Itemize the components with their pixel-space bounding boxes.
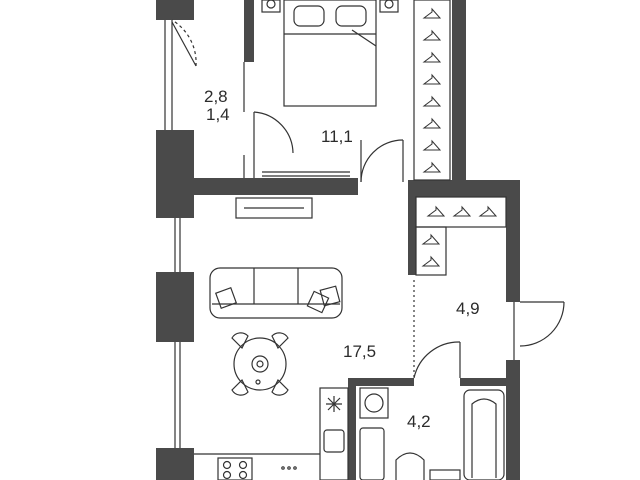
bath-tub-inner bbox=[471, 398, 497, 478]
lamp-icon bbox=[384, 0, 394, 9]
kitchen-counter bbox=[319, 387, 349, 480]
hanger-icon bbox=[422, 117, 442, 129]
chair bbox=[231, 378, 249, 396]
wall-bath-top-right bbox=[460, 378, 520, 386]
table-plate-inner bbox=[256, 360, 264, 368]
hanger-icon bbox=[422, 139, 442, 151]
nightstand bbox=[261, 0, 281, 13]
wall-top-left-pier bbox=[156, 0, 194, 20]
hanger-icon bbox=[422, 95, 442, 107]
dining-table bbox=[233, 337, 287, 391]
burner bbox=[238, 460, 248, 470]
wall-bath-right bbox=[506, 360, 520, 480]
washing-machine bbox=[359, 387, 389, 419]
chair bbox=[271, 378, 289, 396]
hall-closet-side bbox=[415, 226, 447, 276]
wall-hall-right bbox=[506, 180, 520, 302]
hallway-area-label: 4,9 bbox=[456, 299, 480, 318]
chair bbox=[231, 332, 249, 350]
knob bbox=[287, 466, 291, 470]
balcony-door-arc bbox=[171, 19, 197, 67]
burner bbox=[238, 470, 248, 480]
cushion bbox=[306, 290, 330, 314]
wardrobe bbox=[413, 0, 451, 181]
hanger-icon bbox=[422, 161, 442, 173]
bathroom-area-label: 4,2 bbox=[407, 412, 431, 431]
knob bbox=[293, 466, 297, 470]
hanger-icon bbox=[478, 205, 498, 217]
entry-door-arc bbox=[519, 301, 565, 347]
cushion bbox=[319, 285, 341, 307]
loggia-area-label: 2,8 bbox=[204, 87, 228, 106]
wall-corridor-top bbox=[194, 178, 358, 195]
hanger-icon bbox=[422, 29, 442, 41]
wall-left-pier-middle bbox=[156, 130, 194, 218]
hanger-icon bbox=[422, 51, 442, 63]
wall-bath-top-left bbox=[350, 378, 414, 386]
hanger-icon bbox=[422, 73, 442, 85]
bath-tub bbox=[463, 389, 505, 480]
bedroom-door-arc bbox=[253, 111, 294, 154]
hangers bbox=[421, 7, 498, 267]
table-dot bbox=[255, 379, 261, 385]
stove bbox=[217, 457, 253, 480]
burner bbox=[222, 470, 232, 480]
washing-machine-drum bbox=[364, 393, 384, 413]
bed-blanket bbox=[284, 29, 377, 47]
vanity bbox=[429, 469, 461, 480]
bed bbox=[283, 0, 377, 107]
loggia-sub-area-label: 1,4 bbox=[206, 105, 230, 124]
linework bbox=[164, 0, 565, 480]
pillow bbox=[335, 5, 367, 27]
hanger-icon bbox=[426, 205, 446, 217]
nightstand bbox=[379, 0, 399, 13]
hanger-icon bbox=[422, 7, 442, 19]
hanger-icon bbox=[421, 233, 441, 245]
wall-closet-left bbox=[408, 195, 416, 275]
hanger-icon bbox=[421, 255, 441, 267]
lamp-icon bbox=[266, 0, 276, 9]
living-area-label: 17,5 bbox=[343, 342, 377, 361]
wall-bedroom-left bbox=[244, 0, 254, 62]
toilet bbox=[395, 452, 425, 480]
wall-bedroom-right-column bbox=[452, 0, 466, 180]
wall-left-pier-bottom bbox=[156, 448, 194, 480]
wall-hall-top bbox=[408, 180, 520, 197]
hanger-icon bbox=[452, 205, 472, 217]
table-plate bbox=[251, 355, 269, 373]
burner bbox=[222, 460, 232, 470]
pillow bbox=[293, 5, 325, 27]
wall-bath-left bbox=[348, 378, 356, 480]
bath-door-arc bbox=[413, 341, 461, 379]
tv-stand bbox=[235, 197, 313, 219]
sofa bbox=[209, 267, 343, 319]
walls bbox=[156, 0, 520, 480]
hall-closet bbox=[415, 196, 507, 228]
fan-icon bbox=[326, 396, 342, 412]
knob bbox=[281, 466, 285, 470]
wall-left-pier-lower bbox=[156, 272, 194, 342]
sink bbox=[359, 427, 385, 480]
balcony-door-leaf bbox=[171, 21, 197, 67]
kitchen-sink bbox=[323, 429, 345, 453]
cushion bbox=[214, 286, 238, 310]
hall-door-arc bbox=[360, 139, 404, 183]
chair bbox=[271, 332, 289, 350]
bedroom-area-label: 11,1 bbox=[321, 127, 353, 146]
